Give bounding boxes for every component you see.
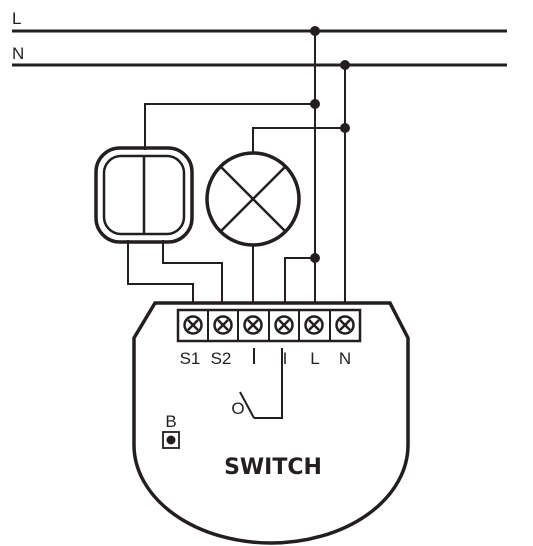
junction-dot	[340, 60, 350, 70]
button-b-label: B	[165, 412, 176, 431]
wires	[127, 31, 346, 310]
terminal-screw-icon	[213, 315, 233, 335]
wire-switch-to-s1	[127, 240, 194, 310]
junction-dot	[310, 253, 320, 263]
terminal-screw-icon	[304, 315, 324, 335]
lamp-icon	[205, 151, 301, 247]
terminal-label-s2: S2	[211, 349, 232, 368]
supply-lines	[12, 29, 507, 67]
terminal-labels: S1 S2 I L N	[180, 349, 352, 368]
wire-live-to-input	[284, 257, 315, 310]
wall-switch-icon	[94, 146, 194, 244]
terminal-screw-icon	[274, 315, 294, 335]
relay-contact	[239, 348, 283, 419]
service-button-icon	[162, 431, 180, 449]
junction-dot	[340, 123, 350, 133]
wire-neutral-to-lamp	[252, 127, 345, 152]
terminal-label-s1: S1	[180, 349, 201, 368]
terminal-label-i: I	[283, 349, 288, 368]
relay-contact-label: O	[231, 399, 244, 418]
terminal-screw-icon	[243, 315, 263, 335]
device-title: SWITCH	[224, 455, 322, 480]
live-line-label: L	[12, 9, 21, 28]
neutral-line-label: N	[12, 44, 24, 63]
wire-switch-to-s2	[162, 240, 223, 310]
terminal-label-l: L	[310, 349, 319, 368]
terminal-block	[176, 308, 362, 343]
wire-live-to-switch	[144, 103, 315, 150]
terminal-screw-icon	[335, 315, 355, 335]
junction-dot	[310, 99, 320, 109]
terminal-screw-icon	[183, 315, 203, 335]
junction-dot	[310, 26, 320, 36]
junction-dots	[310, 26, 350, 263]
switch-module-body	[132, 301, 410, 545]
terminal-label-n: N	[339, 349, 351, 368]
